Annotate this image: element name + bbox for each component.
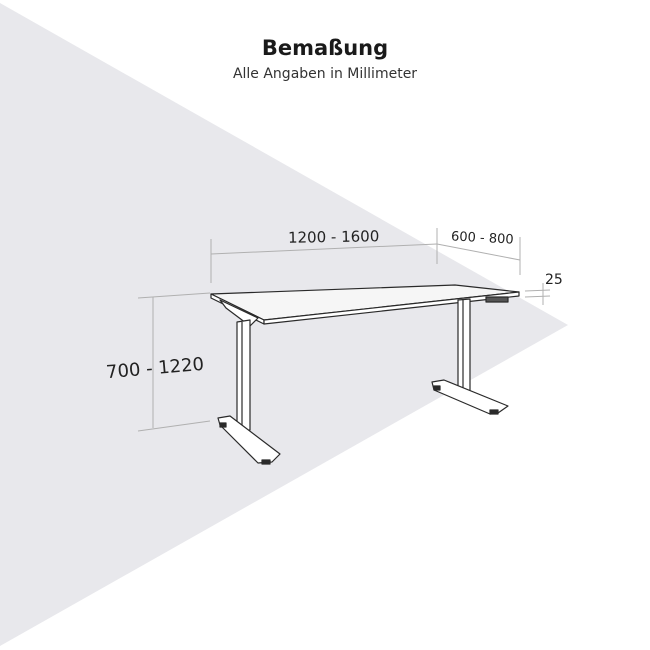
page-subtitle: Alle Angaben in Millimeter xyxy=(232,66,418,82)
page-title: Bemaßung xyxy=(261,36,389,60)
dimension-lines xyxy=(137,228,551,432)
desk xyxy=(210,284,520,465)
shadow-triangle xyxy=(0,3,568,646)
thickness-dimension-label: 25 xyxy=(545,272,563,288)
width-dimension-label: 1200 - 1600 xyxy=(287,227,380,247)
control-panel xyxy=(485,296,509,303)
tabletop-side-edge xyxy=(263,291,520,325)
left-leg xyxy=(236,319,251,433)
depth-dimension-label: 600 - 800 xyxy=(450,229,514,248)
right-leg xyxy=(457,298,471,394)
